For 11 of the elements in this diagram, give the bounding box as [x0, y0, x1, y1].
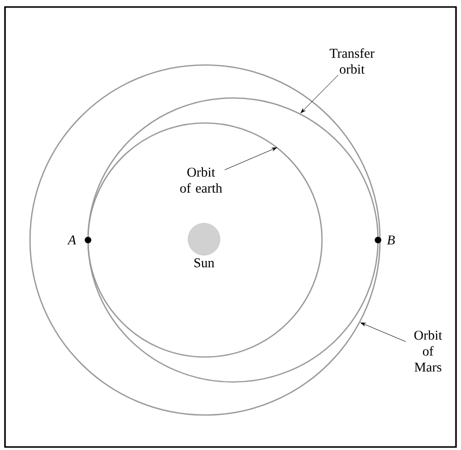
leader-line: [224, 147, 277, 170]
leader-line: [300, 74, 338, 114]
earth-orbit: [87, 122, 323, 358]
mars-orbit: [29, 64, 381, 416]
node-label: Sun: [194, 258, 214, 268]
orbit-label: Transfer orbit: [330, 48, 374, 74]
orbit-label: Orbit of earth: [180, 167, 222, 193]
leader-line: [360, 322, 406, 342]
transfer-orbit: [87, 97, 379, 383]
sun: Sun: [188, 223, 220, 268]
orbit-label: Orbit of Mars: [414, 330, 442, 372]
